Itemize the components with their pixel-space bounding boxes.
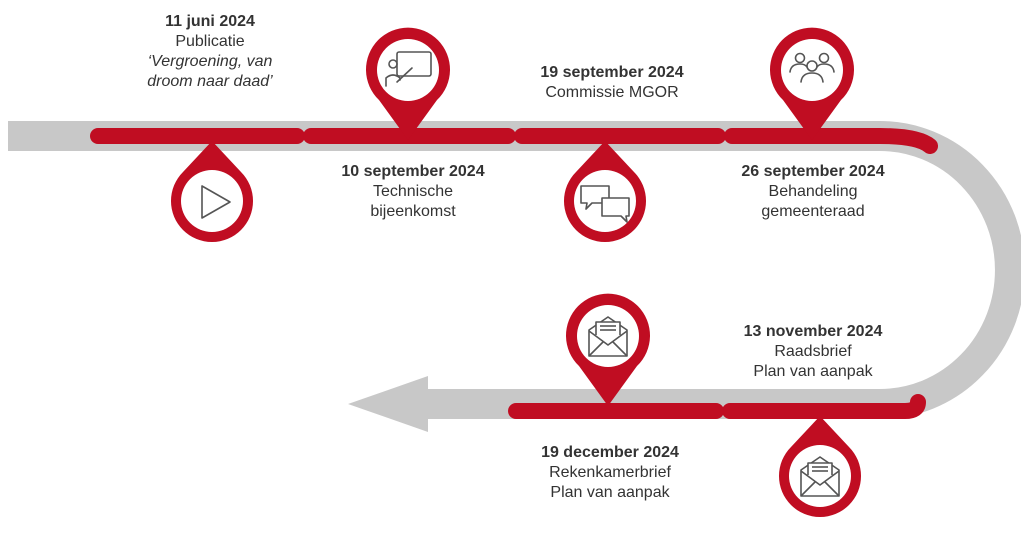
presentation-icon [385,51,432,87]
milestone-text: Plan van aanpak [550,484,670,501]
milestone-date: 13 november 2024 [743,323,883,340]
marker-rekenkamerbrief [778,416,862,518]
segment-5 [722,394,926,419]
milestone-text: Commissie MGOR [545,84,679,101]
milestone-text: bijeenkomst [370,203,456,220]
envelope-letter-icon [588,316,628,357]
milestone-label-rekenkamerbrief: 19 december 2024 Rekenkamerbrief Plan va… [515,443,705,503]
milestone-text: gemeenteraad [761,203,865,220]
milestone-text: Raadsbrief [774,343,852,360]
milestone-text: Publicatie [175,33,245,50]
envelope-letter-icon [800,456,840,497]
marker-raadsbrief [566,293,650,406]
milestone-subtitle: droom naar daad’ [147,73,273,90]
milestone-label-technische-bijeenkomst: 10 september 2024 Technische bijeenkomst [318,162,508,222]
play-icon [201,185,231,219]
marker-technische-bijeenkomst [366,27,450,141]
milestone-date: 19 december 2024 [541,444,679,461]
milestone-label-behandeling: 26 september 2024 Behandeling gemeentera… [718,162,908,222]
milestone-text: Plan van aanpak [753,363,873,380]
people-icon [789,52,835,83]
timeline-segments [90,128,938,419]
milestone-date: 10 september 2024 [341,163,485,180]
milestone-date: 11 juni 2024 [165,13,255,30]
marker-publicatie [170,141,254,243]
marker-commissie [563,141,647,243]
milestone-text: Rekenkamerbrief [549,464,671,481]
milestone-label-commissie: 19 september 2024 Commissie MGOR [517,63,707,103]
milestone-subtitle: ‘Vergroening, van [147,53,273,70]
milestone-text: Behandeling [768,183,858,200]
chat-bubbles-icon [580,185,630,223]
milestone-date: 26 september 2024 [741,163,885,180]
arrow-head [348,376,428,432]
milestone-label-publicatie: 11 juni 2024 Publicatie ‘Vergroening, va… [130,12,290,92]
marker-behandeling [770,27,854,141]
milestone-label-raadsbrief: 13 november 2024 Raadsbrief Plan van aan… [718,322,908,382]
milestone-date: 19 september 2024 [540,64,684,81]
milestone-text: Technische [372,183,454,200]
segment-4 [724,128,938,154]
